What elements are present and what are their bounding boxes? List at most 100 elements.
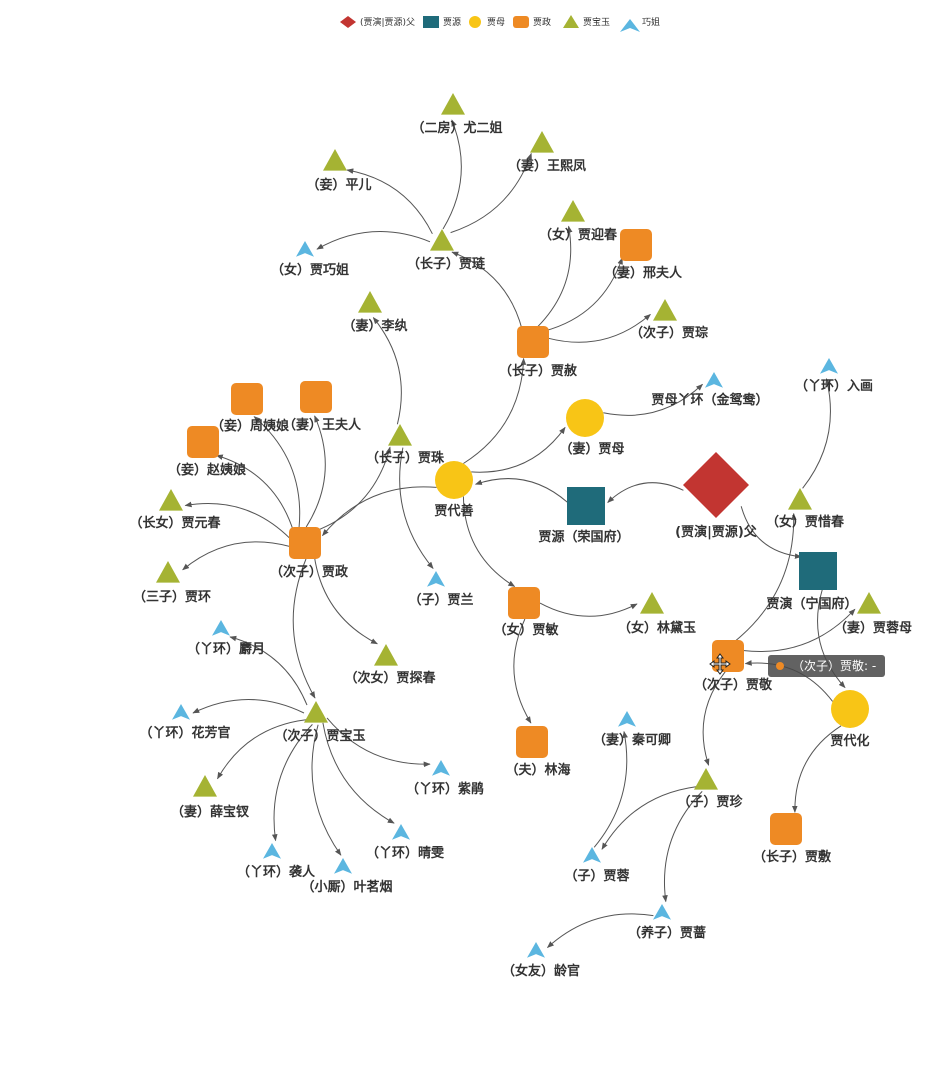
node-jiayan[interactable]: 贾演（宁国府）	[766, 552, 858, 612]
node-lingguan[interactable]: （女友）龄官	[502, 942, 580, 979]
node-symbol[interactable]	[187, 426, 219, 458]
node-symbol[interactable]	[263, 843, 281, 859]
node-symbol[interactable]	[374, 644, 398, 666]
node-symbol[interactable]	[516, 726, 548, 758]
node-symbol[interactable]	[159, 489, 183, 511]
node-symbol[interactable]	[831, 690, 869, 728]
node-xingfuren[interactable]: （妻）邢夫人	[604, 229, 683, 281]
node-symbol[interactable]	[527, 942, 545, 958]
legend-item[interactable]: 贾政	[513, 16, 551, 28]
node-symbol[interactable]	[530, 131, 554, 153]
node-symbol[interactable]	[441, 93, 465, 115]
node-xuebaochai[interactable]: （妻）薛宝钗	[171, 775, 250, 820]
node-symbol[interactable]	[432, 760, 450, 776]
node-symbol[interactable]	[653, 299, 677, 321]
node-jiayuan[interactable]: 贾源（荣国府）	[538, 487, 630, 545]
node-linhai[interactable]: （夫）林海	[505, 726, 571, 778]
node-symbol[interactable]	[640, 592, 664, 614]
node-jiamu[interactable]: （妻）贾母	[559, 399, 625, 457]
node-symbol[interactable]	[172, 704, 190, 720]
node-sheyue[interactable]: （丫环）麝月	[187, 620, 265, 657]
node-jiazhu[interactable]: （长子）贾珠	[366, 424, 445, 466]
node-symbol[interactable]	[561, 200, 585, 222]
node-symbol[interactable]	[820, 358, 838, 374]
node-jiazhen[interactable]: （子）贾珍	[677, 768, 743, 810]
node-pinger[interactable]: （妾）平儿	[306, 149, 372, 193]
node-symbol[interactable]	[358, 291, 382, 313]
node-zhaoyiniang[interactable]: （妾）赵姨娘	[168, 426, 247, 478]
node-lindaiyu[interactable]: （女）林黛玉	[618, 592, 696, 636]
node-ruhua[interactable]: （丫环）入画	[795, 358, 873, 394]
node-jiayingchun[interactable]: （女）贾迎春	[539, 200, 618, 243]
node-symbol[interactable]	[193, 775, 217, 797]
node-symbol[interactable]	[566, 399, 604, 437]
node-jiayuanchun[interactable]: （长女）贾元春	[129, 489, 221, 531]
node-jiazheng[interactable]: （次子）贾政	[270, 527, 349, 580]
node-symbol[interactable]	[653, 904, 671, 920]
node-symbol[interactable]	[304, 701, 328, 723]
node-jiajing[interactable]: （次子）贾敬	[694, 640, 773, 693]
node-jiashe[interactable]: （长子）贾赦	[499, 326, 578, 379]
node-symbol[interactable]	[435, 461, 473, 499]
node-liwan[interactable]: （妻）李纨	[342, 291, 408, 334]
node-symbol[interactable]	[683, 452, 749, 518]
node-symbol[interactable]	[212, 620, 230, 636]
node-jiarong[interactable]: （子）贾蓉	[564, 847, 630, 884]
node-jialan[interactable]: （子）贾兰	[408, 571, 474, 608]
node-xiren[interactable]: （丫环）袭人	[237, 843, 316, 880]
node-wangfuren[interactable]: （妻）王夫人	[283, 381, 362, 433]
node-jiadaihua[interactable]: 贾代化	[830, 690, 870, 749]
node-yemingyan[interactable]: （小厮）叶茗烟	[301, 858, 393, 895]
node-symbol[interactable]	[567, 487, 605, 525]
node-jialian[interactable]: （长子）贾琏	[407, 229, 486, 272]
node-jiatanchun[interactable]: （次女）贾探春	[344, 644, 436, 686]
node-symbol[interactable]	[156, 561, 180, 583]
node-ancestor[interactable]: (贾演|贾源)父	[675, 452, 758, 540]
node-jiaxichun[interactable]: （女）贾惜春	[766, 488, 845, 530]
node-wangxifeng[interactable]: （妻）王熙凤	[508, 131, 586, 174]
node-symbol[interactable]	[788, 488, 812, 510]
node-symbol[interactable]	[770, 813, 802, 845]
node-symbol[interactable]	[289, 527, 321, 559]
node-jiaqiang[interactable]: （养子）贾蔷	[628, 904, 706, 941]
node-symbol[interactable]	[705, 372, 723, 388]
legend-item[interactable]: (贾演|贾源)父	[340, 16, 415, 28]
node-symbol[interactable]	[857, 592, 881, 614]
node-jiacong[interactable]: （次子）贾琮	[630, 299, 708, 341]
legend-item[interactable]: 贾宝玉	[563, 15, 610, 28]
node-symbol[interactable]	[799, 552, 837, 590]
node-symbol[interactable]	[694, 768, 718, 790]
node-symbol[interactable]	[508, 587, 540, 619]
node-jiafu[interactable]: （长子）贾敷	[753, 813, 832, 865]
node-symbol[interactable]	[296, 241, 314, 257]
node-symbol[interactable]	[392, 824, 410, 840]
node-qingwen[interactable]: （丫环）晴雯	[366, 824, 445, 861]
node-yuanyang[interactable]: 贾母丫环（金鸳鸯）	[651, 372, 769, 408]
node-symbol[interactable]	[618, 711, 636, 727]
node-symbol[interactable]	[334, 858, 352, 874]
node-zijuan[interactable]: （丫环）紫鹃	[406, 760, 484, 797]
node-jiahuan[interactable]: （三子）贾环	[133, 561, 211, 605]
node-jiabaoyu[interactable]: （次子）贾宝玉	[274, 701, 366, 744]
legend-item[interactable]: 巧姐	[620, 16, 660, 32]
node-youerjie[interactable]: （二房）尤二姐	[411, 93, 503, 136]
node-symbol[interactable]	[517, 326, 549, 358]
node-zhouyiniang[interactable]: （妾）周姨娘	[211, 383, 290, 434]
node-huafangguan[interactable]: （丫环）花芳官	[139, 704, 231, 741]
node-symbol[interactable]	[427, 571, 445, 587]
node-jiarongmu[interactable]: （妻）贾蓉母	[834, 592, 912, 636]
node-symbol[interactable]	[430, 229, 454, 251]
node-jiamin[interactable]: （女）贾敏	[493, 587, 559, 638]
legend-item[interactable]: 贾母	[469, 16, 505, 28]
node-symbol[interactable]	[231, 383, 263, 415]
node-symbol[interactable]	[388, 424, 412, 446]
legend-item[interactable]: 贾源	[423, 16, 461, 28]
node-qinkeqing[interactable]: （妻）秦可卿	[593, 711, 671, 748]
node-jiadaishan[interactable]: 贾代善	[434, 461, 474, 519]
node-symbol[interactable]	[300, 381, 332, 413]
node-symbol[interactable]	[323, 149, 347, 171]
node-symbol[interactable]	[583, 847, 601, 863]
node-jiaqiaojie[interactable]: （女）贾巧姐	[271, 241, 349, 278]
node-symbol[interactable]	[620, 229, 652, 261]
